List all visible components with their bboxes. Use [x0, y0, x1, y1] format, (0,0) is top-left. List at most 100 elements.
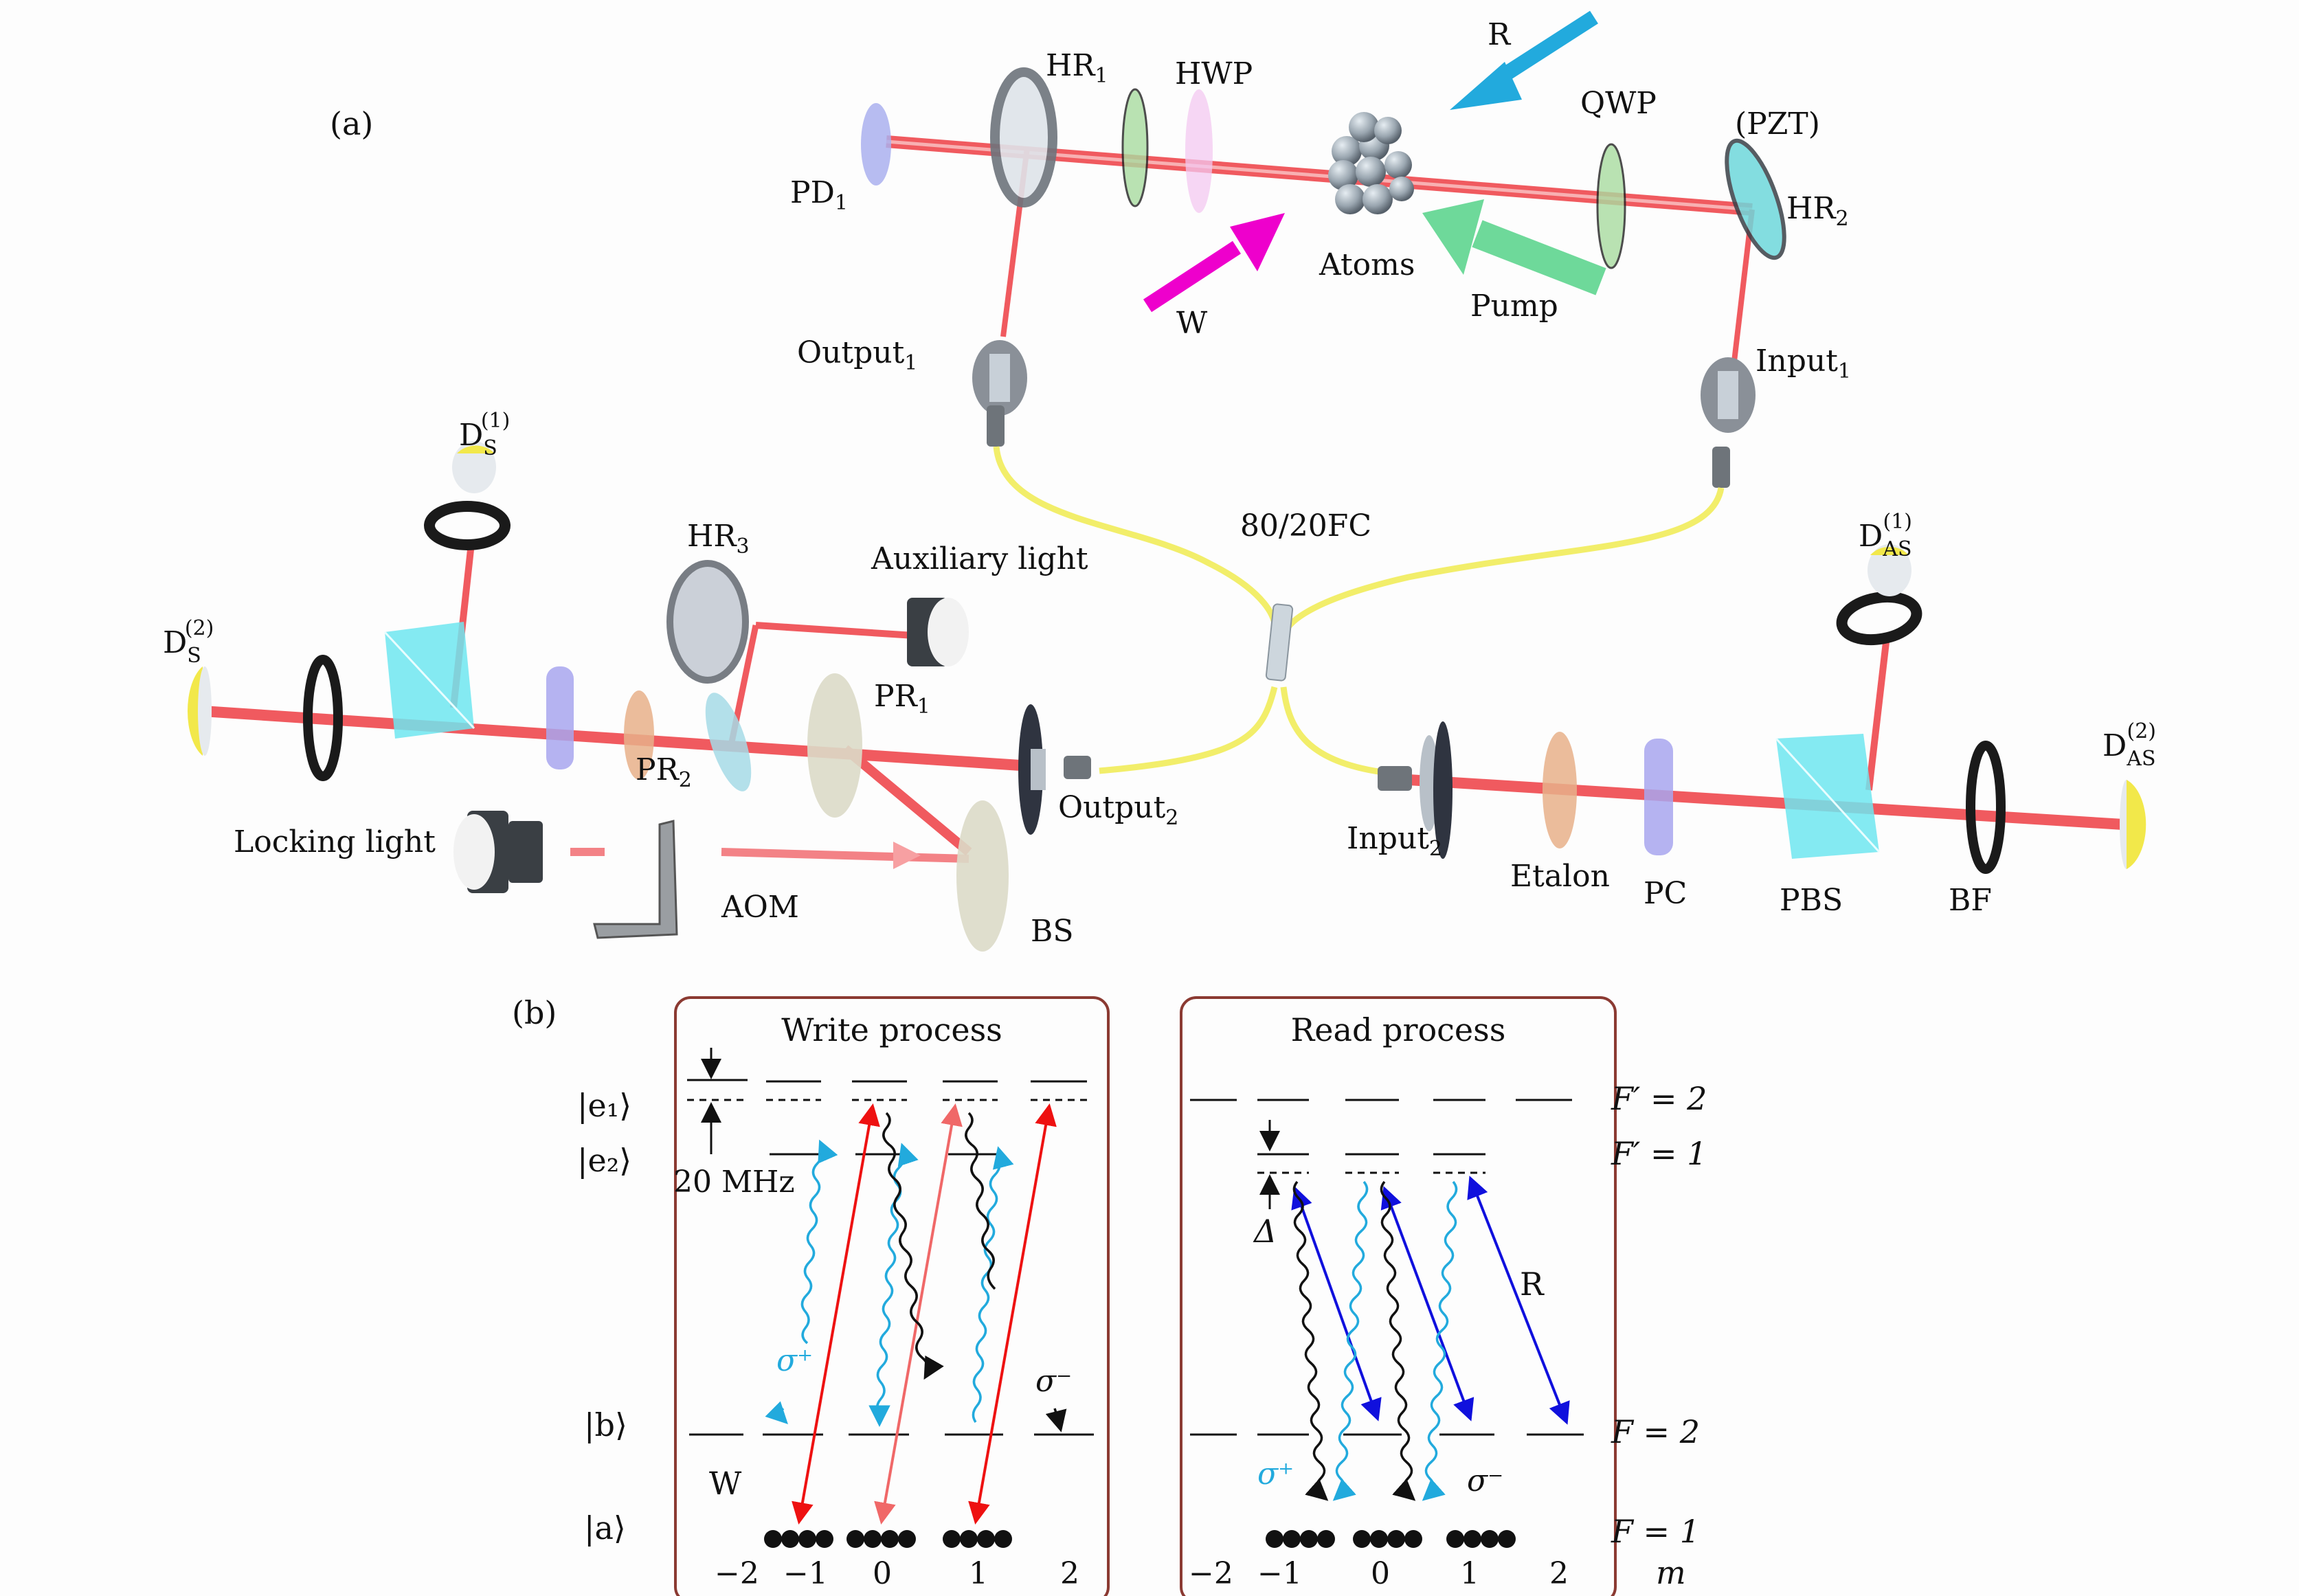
- pr2-mirror: [705, 693, 752, 791]
- sigma-plus-write-3: [972, 1146, 1014, 1423]
- level-b-label: |b⟩: [584, 1406, 627, 1443]
- output1-coupler: [972, 340, 1027, 447]
- qwp-label: QWP: [1580, 86, 1657, 121]
- read-beam-arrow: [1450, 10, 1598, 110]
- panel-b: (b) Write process |e₁⟩ |e₂⟩ |b⟩ |a⟩: [512, 994, 1707, 1596]
- etalon-left: [624, 690, 654, 780]
- fiber-output1: [993, 446, 1279, 633]
- fibers: [993, 446, 1725, 776]
- output2-label: Output2: [1058, 790, 1178, 830]
- ds1-detector: [452, 441, 496, 493]
- fp2-label: F′ = 2: [1611, 1080, 1707, 1117]
- filter-ring-left: [303, 655, 343, 781]
- filter-ring-top-left: [424, 501, 511, 550]
- sigma-plus-write-1: [800, 1139, 838, 1345]
- input1-coupler: [1701, 357, 1756, 488]
- write-m-label: 0: [873, 1556, 892, 1591]
- write-m-label: −2: [715, 1556, 759, 1591]
- fp1-label: F′ = 1: [1611, 1135, 1707, 1172]
- read-m-label: 2: [1549, 1556, 1569, 1591]
- panel-b-label: (b): [512, 994, 557, 1031]
- fiber-input2: [1280, 686, 1389, 776]
- sigma-plus-read-1: [1332, 1180, 1369, 1501]
- level-a-label: |a⟩: [584, 1509, 626, 1547]
- sigma-minus-write-2: [965, 1112, 996, 1290]
- stokes-main-beam: [202, 706, 1031, 772]
- aom-direction-arrow: [893, 842, 921, 869]
- sigma-plus-write-label: σ⁺: [776, 1343, 813, 1378]
- filter-ring-top-right: [1836, 591, 1922, 646]
- locking-light-label: Locking light: [234, 824, 436, 859]
- pr1-bs-beam: [842, 745, 972, 856]
- sigma-minus-write-down: [1045, 1408, 1067, 1432]
- pbs-left: [383, 622, 475, 739]
- pbs-right: [1775, 734, 1881, 859]
- hr3-mirror: [666, 560, 749, 684]
- aom-label: AOM: [721, 890, 799, 925]
- panel-a: (a) PD1 HR1 HWP: [163, 10, 2156, 952]
- write-arrow-m-1: [792, 1103, 880, 1525]
- sigma-plus-write-2: [875, 1143, 919, 1416]
- input2-label: Input2: [1347, 821, 1442, 861]
- read-arrow-m-1: [1291, 1186, 1382, 1421]
- output1-label: Output1: [797, 335, 917, 375]
- input1-beam: [1729, 209, 1755, 385]
- fiber-coupler: [1265, 603, 1294, 682]
- f2-label: F = 2: [1611, 1413, 1700, 1450]
- detuning-label: 20 MHz: [673, 1165, 795, 1200]
- input2-coupler: [1378, 721, 1453, 859]
- w-beam-label: W: [1176, 306, 1208, 341]
- sigma-plus-write-down-0: [765, 1401, 788, 1424]
- sigma-minus-read-label: σ⁻: [1467, 1463, 1503, 1498]
- level-e1-label: |e₁⟩: [577, 1087, 631, 1124]
- read-process-box: Read process Δ: [1180, 996, 1707, 1596]
- das2-label: DAS(2): [2102, 719, 2156, 771]
- pbs-label: PBS: [1780, 883, 1843, 918]
- read-atom-population: [1266, 1530, 1516, 1548]
- pc-right: [1644, 739, 1673, 855]
- pc-left: [546, 666, 574, 769]
- write-box-border: [674, 996, 1110, 1596]
- etalon-label: Etalon: [1510, 859, 1610, 894]
- hr2-mirror: [1725, 138, 1786, 260]
- read-m-label: 1: [1460, 1556, 1479, 1591]
- pump-beam-arrow: [1422, 199, 1606, 295]
- das1-detector: [1868, 544, 1911, 596]
- write-arrow-m1: [968, 1103, 1057, 1525]
- output2-coupler: [1018, 704, 1091, 835]
- etalon-right: [1543, 732, 1577, 848]
- read-m-label: −2: [1189, 1556, 1233, 1591]
- antistokes-beams: [1408, 642, 2124, 830]
- fiber-input1: [1281, 487, 1725, 634]
- sigma-minus-read-2: [1380, 1180, 1416, 1501]
- read-arrow-m1: [1467, 1176, 1570, 1425]
- antistokes-main-beam: [1408, 774, 2124, 830]
- r-label: R: [1520, 1266, 1545, 1303]
- fiber-coupler-label: 80/20FC: [1240, 508, 1371, 543]
- pd1-label: PD1: [790, 175, 848, 215]
- pc-label: PC: [1644, 876, 1687, 911]
- write-m-label: 1: [969, 1556, 988, 1591]
- das1-beam: [1865, 642, 1889, 791]
- delta-label: Δ: [1253, 1213, 1277, 1250]
- pr2-label: PR2: [636, 752, 692, 792]
- pump-label: Pump: [1470, 289, 1558, 324]
- write-beam-arrow: [1143, 213, 1285, 313]
- locking-light-source: [453, 811, 543, 893]
- waveplate-green-1: [1121, 88, 1149, 207]
- sigma-plus-read-2: [1422, 1180, 1458, 1501]
- w-label: W: [709, 1465, 742, 1502]
- hr1-mirror: [990, 67, 1057, 207]
- read-title: Read process: [1291, 1011, 1506, 1048]
- r-beam-label: R: [1488, 17, 1512, 52]
- das1-label: DAS(1): [1859, 510, 1912, 561]
- fiber-output2: [1099, 686, 1278, 774]
- input1-label: Input1: [1756, 344, 1851, 383]
- ds1-label: DS(1): [459, 409, 510, 460]
- m-axis-label: m: [1656, 1554, 1686, 1591]
- hwp-label: HWP: [1175, 56, 1253, 91]
- ds2-label: DS(2): [163, 616, 214, 668]
- locking-beam: [721, 848, 969, 863]
